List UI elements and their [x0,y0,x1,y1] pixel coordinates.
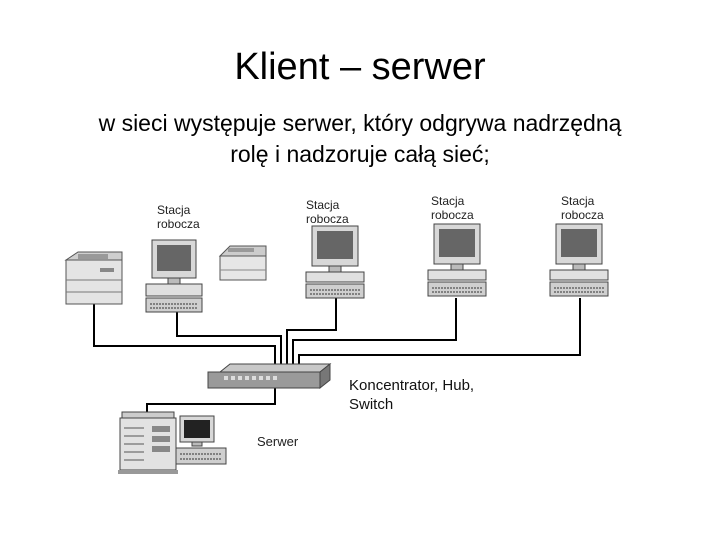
workstation-1-icon [145,239,203,313]
server-icon [118,411,178,474]
cable-server [146,388,276,418]
cable-workstation-2 [286,298,337,370]
subtitle-line-1: w sieci występuje serwer, który odgrywa … [98,110,622,136]
network-diagram: Stacja robocza Stacja robocza Stacja rob… [60,190,620,480]
server-label: Serwer [257,434,299,449]
slide-subtitle: w sieci występuje serwer, który odgrywa … [40,108,680,170]
slide-title: Klient – serwer [234,46,486,88]
printer-icon [64,251,123,305]
network-diagram-graphics [64,223,609,474]
workstation-2-label: Stacja robocza [306,198,349,226]
hub-label: Koncentrator, Hub, Switch [349,377,475,413]
workstation-4-label: Stacja robocza [561,194,604,222]
workstation-3-icon [427,223,487,297]
workstation-1-label: Stacja robocza [157,203,200,231]
workstation-3-label: Stacja robocza [431,194,474,222]
cable-printer [93,302,276,370]
printer-small-icon [218,245,267,281]
cable-workstation-4 [298,298,581,370]
network-cables [93,298,581,418]
subtitle-line-2: rolę i nadzoruje całą sieć; [230,141,490,167]
workstation-2-icon [305,225,365,299]
cable-workstation-1 [176,312,282,370]
hub-icon [207,362,332,390]
cable-workstation-3 [292,298,457,370]
server-keyboard-icon [175,447,227,465]
server-monitor-icon [179,415,215,447]
workstation-4-icon [549,223,609,297]
